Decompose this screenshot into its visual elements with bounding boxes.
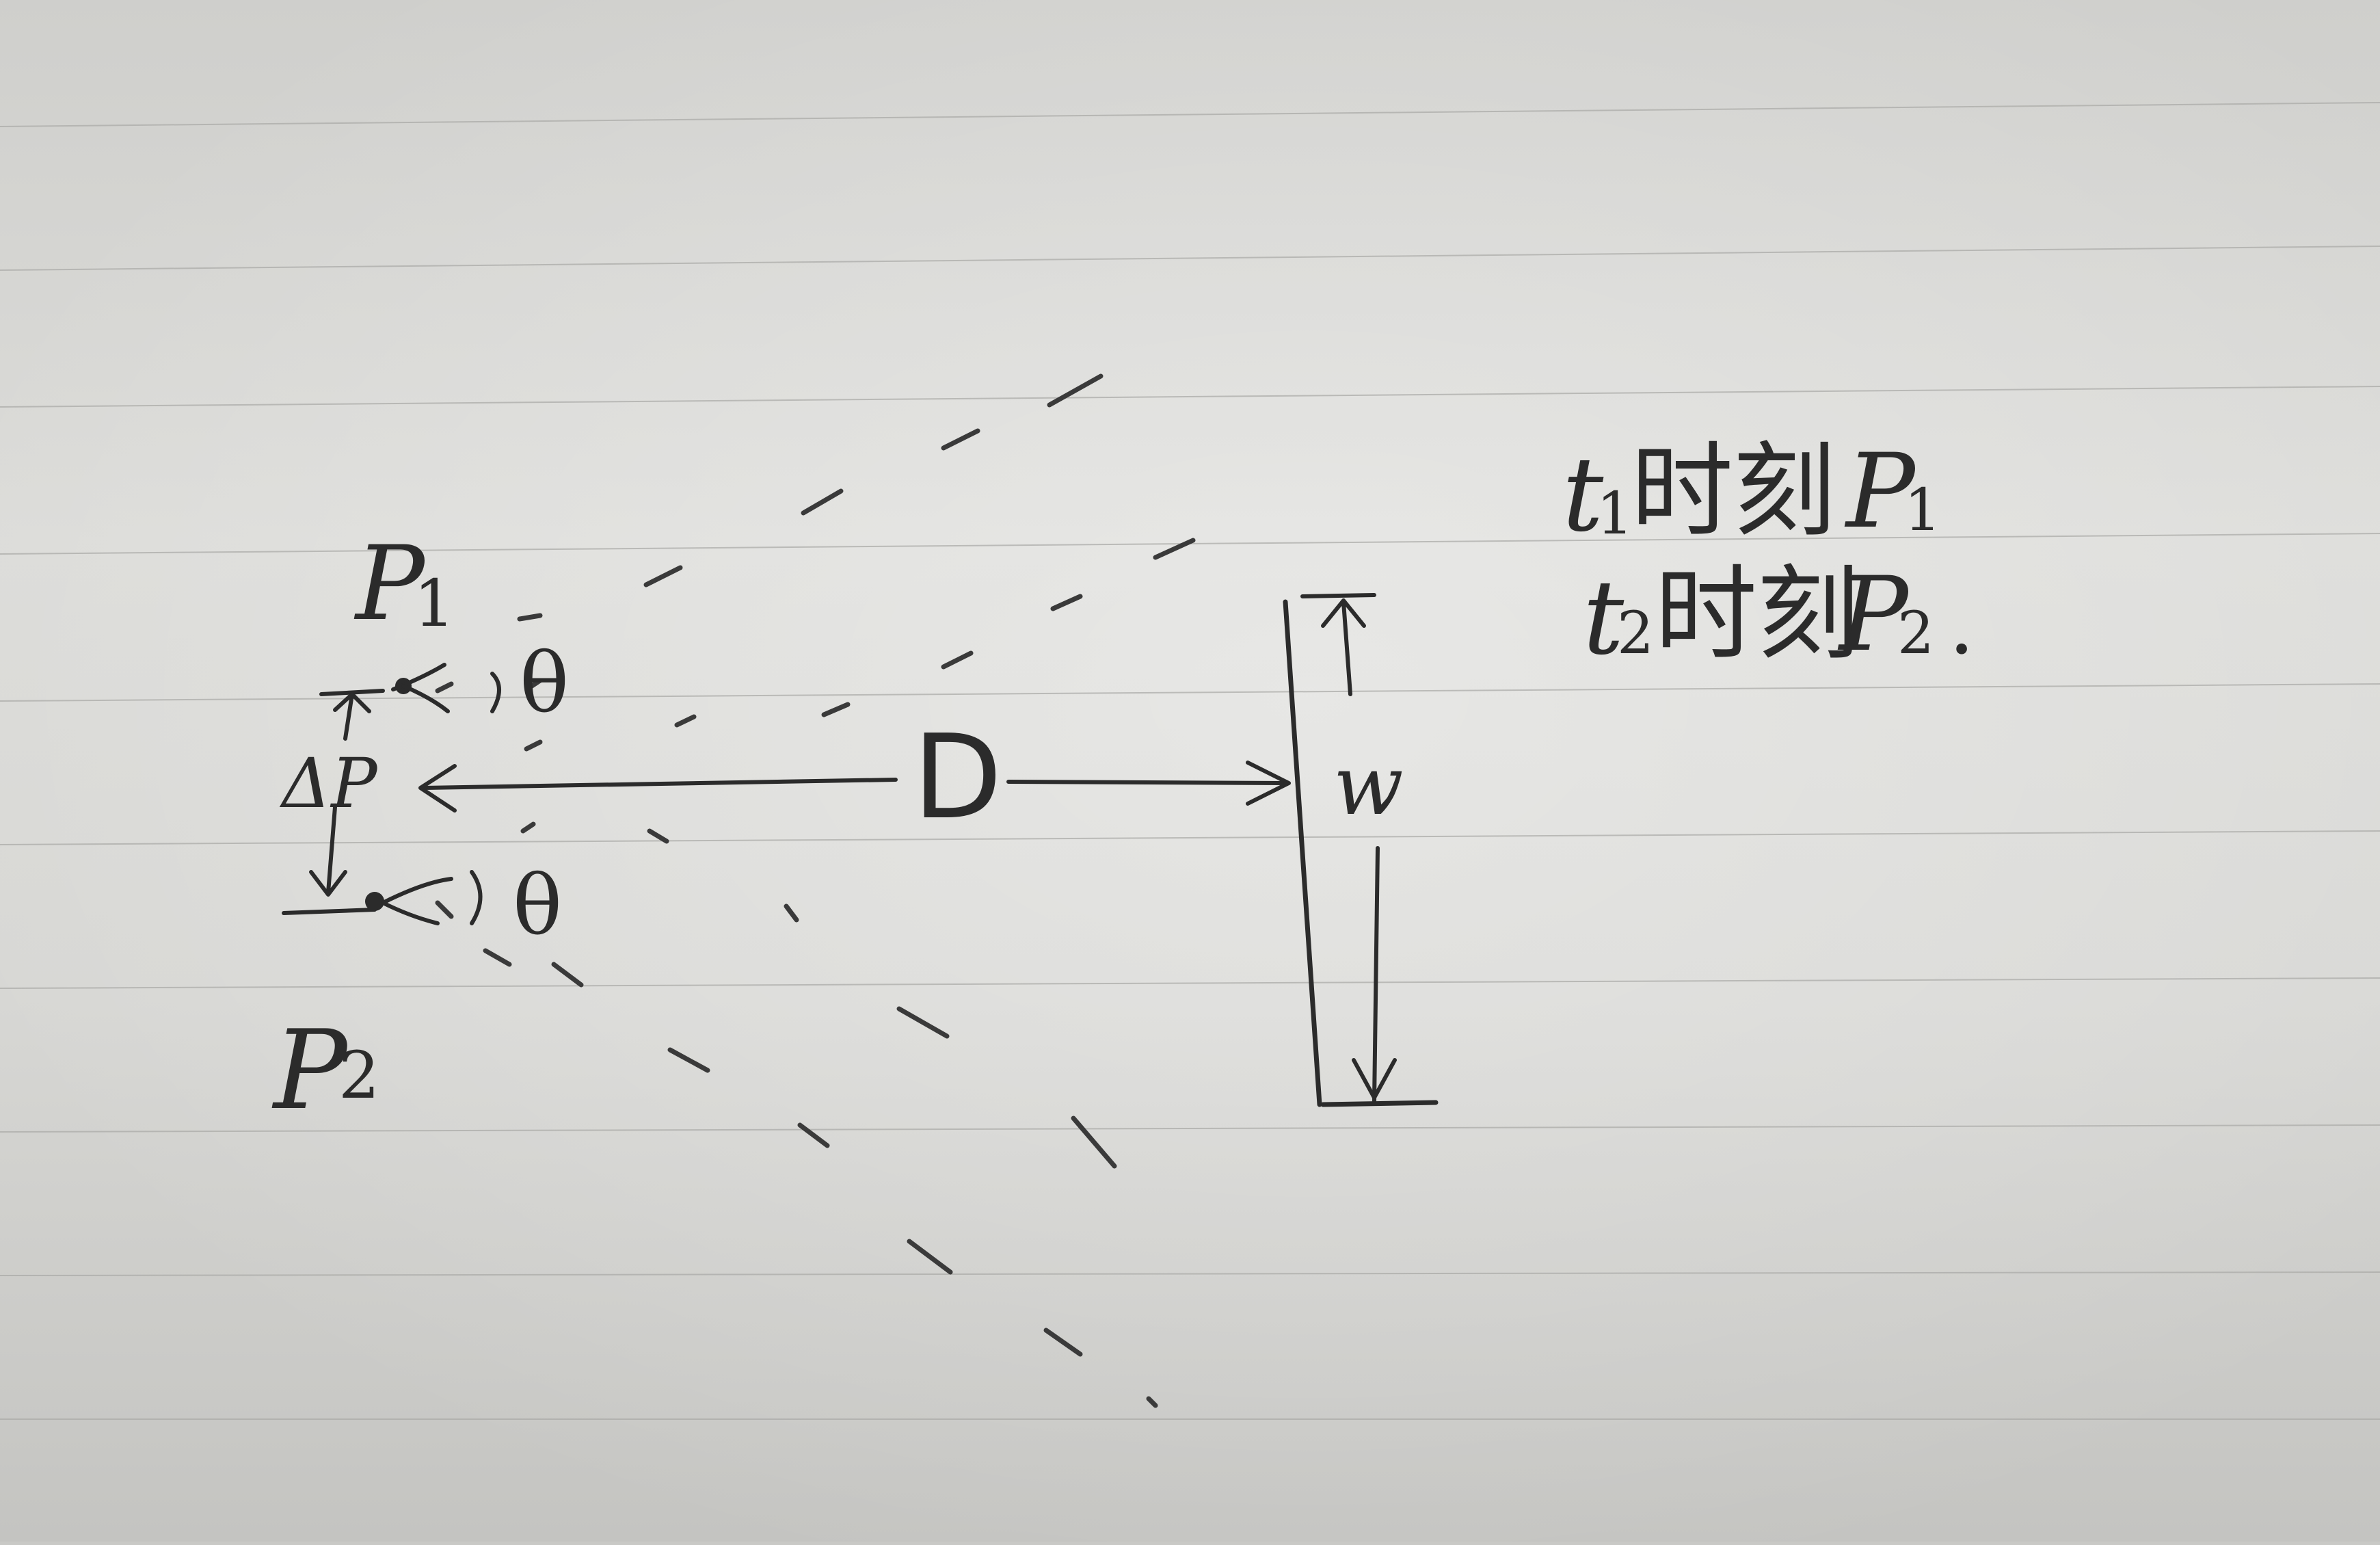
note-1-t: t [1562,436,1604,555]
note-2-p: P [1837,555,1910,674]
label-theta-top: θ [520,636,569,731]
rays-from-p1 [435,373,1196,834]
note-1-text: 时刻 [1631,432,1836,551]
screen [1283,599,1439,1107]
label-delta-p: ΔP [279,743,378,823]
note-2-t-sub: 2 [1617,600,1654,668]
point-p1 [391,663,501,713]
p1-letter: P [353,525,427,644]
label-width-w: w [1333,739,1404,834]
note-1-p-sub: 1 [1904,477,1941,544]
note-1-p: P [1844,432,1917,551]
p1-subscript: 1 [414,566,455,642]
rays-from-p2 [435,828,1158,1408]
width-arrow [1300,593,1397,1103]
note-2-t: t [1583,559,1624,678]
p2-subscript: 2 [338,1038,379,1113]
label-p2: P 2 [271,1006,379,1134]
label-p1: P 1 [353,525,455,644]
point-p2 [282,870,483,925]
note-1-t-sub: 1 [1596,480,1633,548]
ruled-lines [0,102,2380,1420]
note-line-2: t 2 时刻 P 2 . [1583,555,1975,678]
note-2-p-sub: 2 [1897,600,1934,668]
label-distance-d: D [913,710,1002,845]
p2-letter: P [271,1006,349,1134]
delta-p-bracket [309,689,385,897]
note-2-text: 时刻 [1655,555,1860,674]
distance-arrow [418,761,1291,813]
note-2-end: . [1949,578,1975,673]
label-theta-bottom: θ [513,858,562,953]
note-line-1: t 1 时刻 P 1 [1562,432,1941,555]
